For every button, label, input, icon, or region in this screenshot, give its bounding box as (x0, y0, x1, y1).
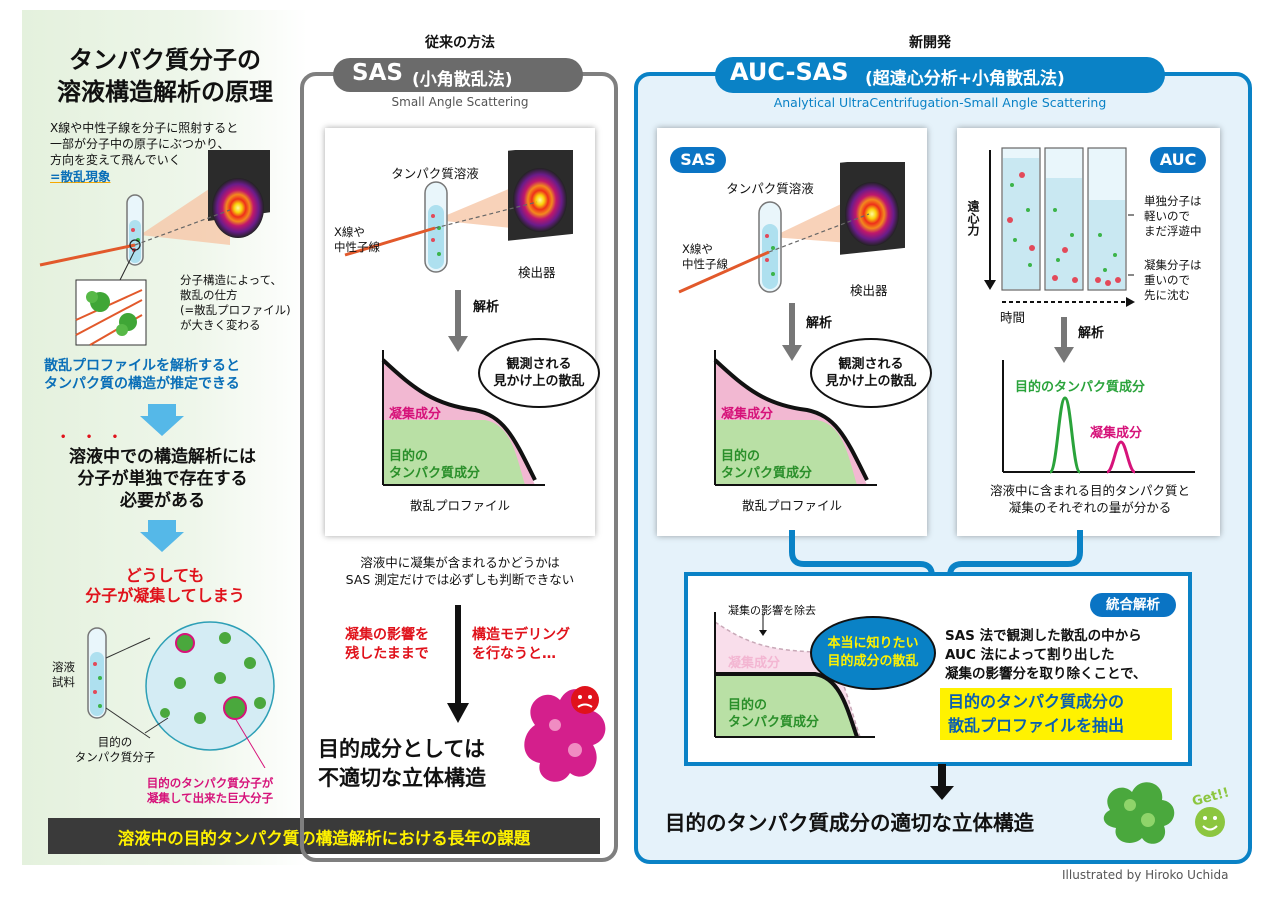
auc-result: 溶液中に含まれる目的タンパク質と 凝集のそれぞれの量が分かる (989, 483, 1190, 515)
aucsas-detector-label: 検出器 (850, 283, 888, 298)
happy-protein-icon (1103, 782, 1225, 844)
aggregate-illustration (87, 621, 275, 768)
bottom-banner: 溶液中の目的タンパク質の構造解析における長年の課題 (48, 818, 600, 854)
aucsas-solution-label: タンパク質溶液 (726, 181, 814, 196)
aggregate-molecule-note: 凝集分子は 重いので 先に沈む (1144, 258, 1202, 302)
sas-scatter-illustration (344, 150, 573, 273)
peak-target-label: 目的のタンパク質成分 (1015, 380, 1146, 395)
sad-aggregate-icon (524, 686, 606, 782)
aucsas-title: AUC-SAS (730, 58, 849, 86)
left-title: タンパク質分子の 溶液構造解析の原理 (57, 46, 273, 106)
sas-title: SAS (352, 60, 403, 86)
scatter-description: X線や中性子線を分子に照射すると 一部が分子中の原子にぶつかり、 方向を変えて飛… (50, 121, 239, 167)
integration-bubble: 本当に知りたい 目的成分の散乱 (810, 616, 936, 690)
profile-description: 分子構造によって、 散乱の仕方 (=散乱プロファイル) が大きく変わる (180, 273, 291, 332)
scatter-term: =散乱現象 (50, 169, 111, 184)
aucsas-subtitle: Analytical UltraCentrifugation-Small Ang… (773, 95, 1107, 110)
sas-detector-label: 検出器 (518, 265, 556, 280)
sas-down-arrow-icon (448, 290, 468, 352)
aucsas-profile-label: 散乱プロファイル (741, 498, 842, 513)
aucsas-title-sub: (超遠心分析+小角散乱法) (865, 69, 1065, 89)
sas-target-label: 目的の タンパク質成分 (389, 449, 481, 481)
centrifugal-label: 遠心力 (966, 200, 980, 236)
sas-profile-chart (381, 350, 545, 486)
sample-label: 溶液 試料 (52, 660, 75, 689)
aucsas-sas-down-arrow-icon (782, 303, 802, 361)
aucsas-beam-label: X線や 中性子線 (682, 242, 728, 271)
sas-header: 従来の方法 (425, 35, 495, 51)
problem-text: どうしても 分子が凝集してしまう (85, 566, 245, 605)
aucsas-analysis-label: 解析 (806, 316, 833, 331)
sas-red-left: 凝集の影響を 残したままで (345, 627, 429, 662)
sas-beam-label: X線や 中性子線 (334, 225, 380, 254)
integration-badge: 統合解析 (1090, 593, 1176, 617)
sas-long-down-arrow-icon (447, 605, 469, 723)
aggregate-molecule-label: 目的のタンパク質分子が 凝集して出来た巨大分子 (146, 776, 274, 805)
auc-cells-illustration (984, 147, 1135, 307)
integration-description: SAS 法で観測した散乱の中から AUC 法によって割り出した 凝集の影響分を取… (945, 628, 1147, 682)
sas-result: 目的成分としては 不適切な立体構造 (318, 737, 486, 790)
aucsas-sas-badge: SAS (670, 147, 726, 173)
remove-influence-label: 凝集の影響を除去 (728, 604, 816, 617)
bottom-banner-text: 溶液中の目的タンパク質の構造解析における長年の課題 (117, 829, 531, 848)
integration-highlight: 目的のタンパク質成分の 散乱プロファイルを抽出 (948, 692, 1125, 735)
integration-target-label: 目的の タンパク質成分 (728, 698, 820, 730)
down-arrow-icon (140, 404, 184, 436)
down-arrow-icon (140, 520, 184, 552)
sas-analysis-label: 解析 (473, 300, 500, 315)
integration-highlight-box (940, 688, 1172, 740)
sas-red-right: 構造モデリング を行なうと… (472, 627, 570, 662)
time-label: 時間 (1000, 310, 1026, 325)
left-scatter-illustration (39, 150, 270, 346)
emphasis-dots: • • • (60, 432, 127, 443)
aucsas-title-pill (715, 57, 1165, 93)
sas-solution-label: タンパク質溶液 (391, 166, 479, 181)
aucsas-profile-chart (713, 350, 877, 486)
integration-bubble-text: 本当に知りたい 目的成分の散乱 (827, 636, 919, 669)
sas-profile-label: 散乱プロファイル (409, 498, 510, 513)
auc-badge: AUC (1150, 147, 1206, 173)
credit: Illustrated by Hiroko Uchida (1062, 868, 1229, 882)
estimate-text: 散乱プロファイルを解析すると タンパク質の構造が推定できる (44, 358, 240, 392)
auc-down-arrow-icon (1054, 317, 1074, 363)
requirement-text: 溶液中での構造解析には 分子が単独で存在する 必要がある (69, 447, 256, 511)
integration-aggregate-label: 凝集成分 (728, 656, 781, 671)
auc-analysis-label: 解析 (1078, 326, 1105, 341)
sas-aggregate-label: 凝集成分 (389, 407, 442, 422)
aucsas-target-label: 目的の タンパク質成分 (721, 449, 813, 481)
sas-observed-text: 観測される 見かけ上の散乱 (493, 357, 585, 389)
final-result: 目的のタンパク質成分の適切な立体構造 (665, 811, 1034, 835)
single-molecule-note: 単独分子は 軽いので まだ浮遊中 (1144, 194, 1202, 238)
aucsas-header: 新開発 (909, 35, 951, 51)
auc-peaks-chart (1002, 360, 1195, 474)
peak-aggregate-label: 凝集成分 (1090, 426, 1143, 441)
integration-profile-chart (714, 612, 875, 738)
sas-observed-bubble: 観測される 見かけ上の散乱 (478, 338, 600, 408)
final-down-arrow-icon (930, 764, 954, 800)
sas-title-sub: (小角散乱法) (412, 70, 513, 90)
target-molecule-label: 目的の タンパク質分子 (74, 735, 156, 764)
aucsas-scatter-illustration (678, 162, 905, 294)
aucsas-observed-bubble: 観測される 見かけ上の散乱 (810, 338, 932, 408)
sas-note: 溶液中に凝集が含まれるかどうかは SAS 測定だけでは必ずしも判断できない (345, 555, 575, 587)
sas-subtitle: Small Angle Scattering (391, 95, 529, 109)
sas-title-pill (333, 58, 583, 92)
aucsas-observed-text: 観測される 見かけ上の散乱 (825, 357, 917, 389)
aucsas-aggregate-label: 凝集成分 (721, 407, 774, 422)
